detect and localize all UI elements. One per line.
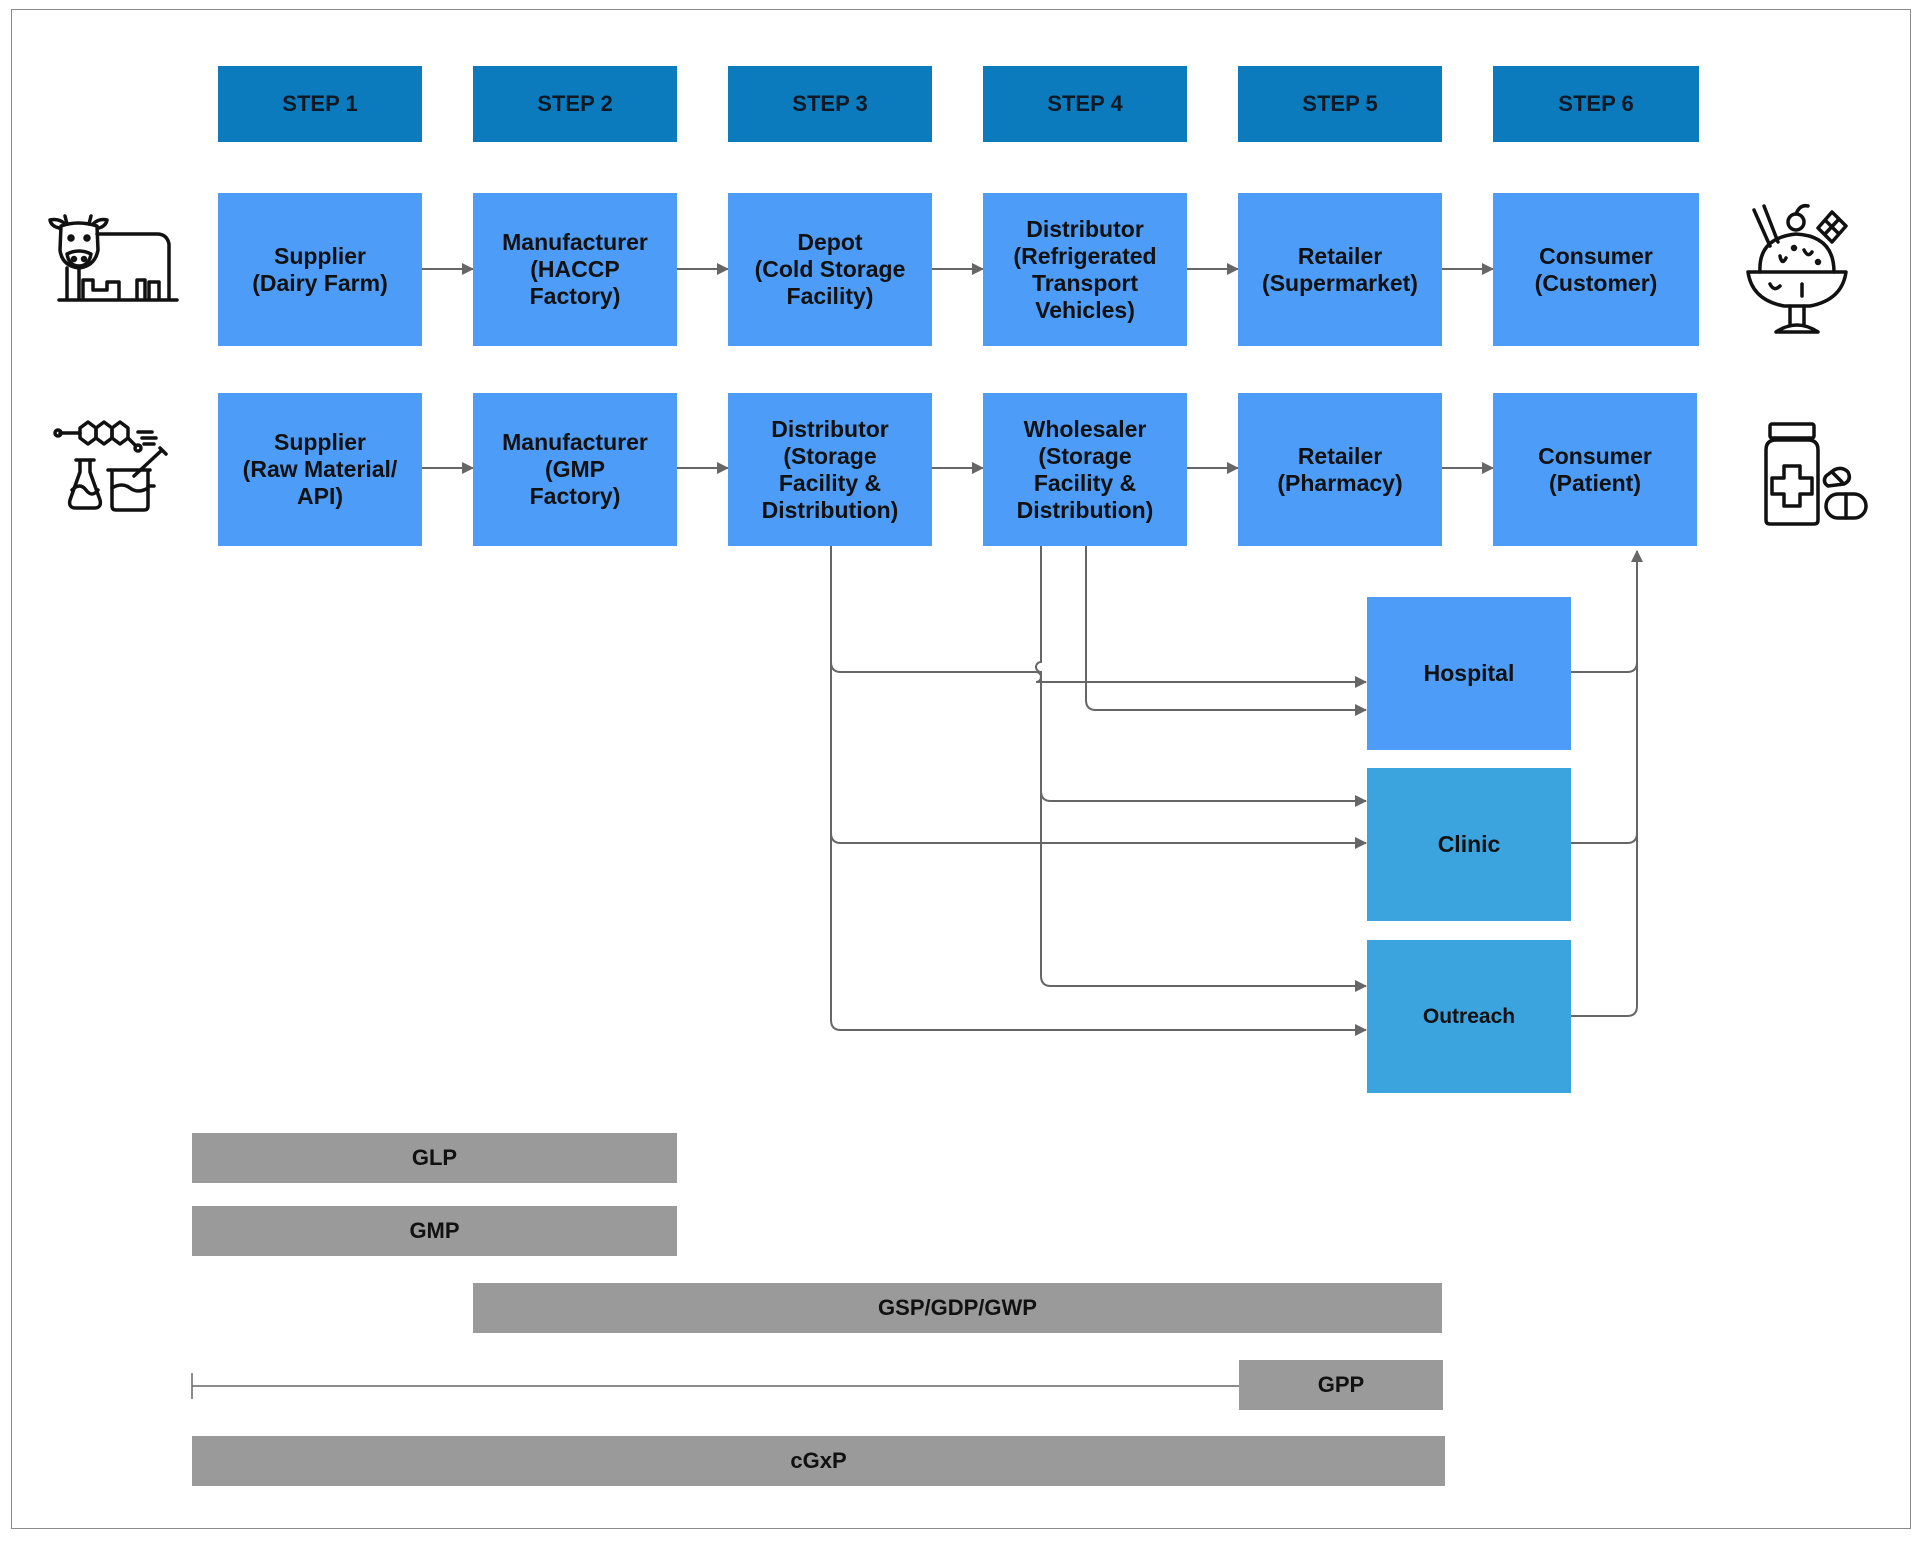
pharma-distributor-box: Distributor (Storage Facility & Distribu… (728, 393, 932, 546)
outreach-to-patient (1571, 833, 1638, 1017)
dairy-retailer-box: Retailer (Supermarket) (1238, 193, 1442, 346)
clinic-box: Clinic (1367, 768, 1571, 921)
step-header-4: STEP 4 (983, 66, 1187, 142)
medicine-bottle-icon (1764, 422, 1868, 526)
pharma-manufacturer-box: Manufacturer (GMP Factory) (473, 393, 677, 546)
cgxp-bar: cGxP (192, 1436, 1445, 1486)
distributor-to-hospital (830, 546, 1367, 688)
glp-bar: GLP (192, 1133, 677, 1183)
step-header-2: STEP 2 (473, 66, 677, 142)
distributor-to-outreach (830, 833, 1367, 1036)
wholesaler-to-outreach (1040, 791, 1367, 992)
step-header-6: STEP 6 (1493, 66, 1699, 142)
pharma-wholesaler-box: Wholesaler (Storage Facility & Distribut… (983, 393, 1187, 546)
wholesaler-to-clinic (1035, 546, 1367, 807)
clinic-to-patient (1571, 662, 1638, 844)
pharma-supplier-box: Supplier (Raw Material/ API) (218, 393, 422, 546)
gmp-bar: GMP (192, 1206, 677, 1256)
pharma-consumer-box: Consumer (Patient) (1493, 393, 1697, 546)
pharma-retailer-box: Retailer (Pharmacy) (1238, 393, 1442, 546)
dairy-manufacturer-box: Manufacturer (HACCP Factory) (473, 193, 677, 346)
step-header-5: STEP 5 (1238, 66, 1442, 142)
cow-icon (48, 214, 179, 302)
ice-cream-sundae-icon (1746, 203, 1848, 334)
outreach-box: Outreach (1367, 940, 1571, 1093)
dairy-depot-box: Depot (Cold Storage Facility) (728, 193, 932, 346)
step-header-3: STEP 3 (728, 66, 932, 142)
step-header-1: STEP 1 (218, 66, 422, 142)
dairy-distributor-box: Distributor (Refrigerated Transport Vehi… (983, 193, 1187, 346)
wholesaler-to-hospital (1085, 546, 1367, 716)
gsp-gdp-gwp-bar: GSP/GDP/GWP (473, 1283, 1442, 1333)
diagram-frame (11, 9, 1911, 1529)
gpp-bar: GPP (1239, 1360, 1443, 1410)
chemistry-lab-icon (53, 420, 168, 512)
hospital-box: Hospital (1367, 597, 1571, 750)
hospital-to-patient (1571, 550, 1643, 673)
distributor-to-clinic (830, 662, 1367, 849)
dairy-consumer-box: Consumer (Customer) (1493, 193, 1699, 346)
dairy-supplier-box: Supplier (Dairy Farm) (218, 193, 422, 346)
